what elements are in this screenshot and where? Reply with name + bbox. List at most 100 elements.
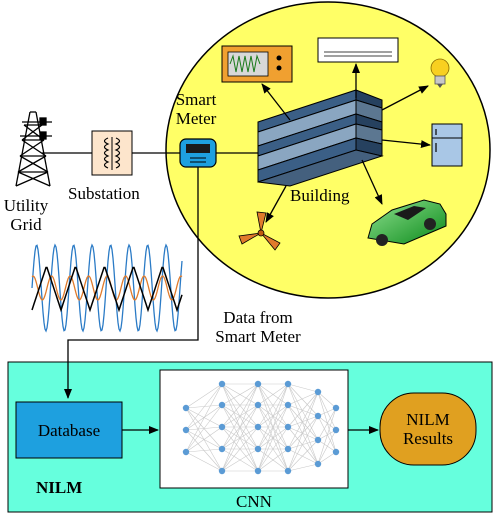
cnn-connection	[287, 463, 319, 472]
cnn-connection	[185, 448, 223, 453]
cnn-connection	[317, 407, 337, 417]
transformer-icon	[91, 130, 133, 176]
cnn-connection	[185, 383, 223, 453]
cnn-node	[218, 423, 226, 431]
oscilloscope-icon	[221, 45, 293, 83]
cnn-connection	[221, 383, 259, 472]
cnn-connection	[287, 404, 319, 441]
cnn-node	[254, 401, 262, 409]
cnn-node	[182, 426, 190, 434]
cnn-connection	[287, 383, 319, 417]
cnn-node	[332, 448, 340, 456]
cnn-node	[182, 404, 190, 412]
cnn-connection	[185, 426, 223, 453]
cnn-label: CNN	[236, 492, 272, 511]
data-flow-arrow	[64, 167, 199, 399]
cnn-connection	[287, 404, 319, 465]
building-icon	[257, 89, 384, 187]
nilm-section-label: NILM	[36, 478, 83, 497]
cnn-node	[218, 380, 226, 388]
cnn-connection	[317, 429, 337, 465]
cnn-node	[332, 426, 340, 434]
cnn-connection	[221, 383, 259, 406]
cnn-node	[254, 467, 262, 475]
cnn-node	[284, 401, 292, 409]
cnn-connection	[317, 439, 337, 453]
cnn-node	[284, 445, 292, 453]
cnn-connection	[221, 448, 259, 472]
substation-label: Substation	[68, 184, 140, 203]
cnn-node	[218, 467, 226, 475]
cnn-connection	[221, 426, 259, 472]
data-from-meter-label: Data from Smart Meter	[200, 308, 316, 346]
cnn-node	[182, 448, 190, 456]
cnn-connection	[287, 426, 319, 441]
cnn-connection	[317, 407, 337, 441]
cnn-node	[218, 445, 226, 453]
nilm-results-box[interactable]	[379, 392, 477, 466]
cnn-node	[254, 380, 262, 388]
air-conditioner-icon	[317, 37, 399, 63]
cnn-connection	[257, 383, 289, 450]
cnn-node	[314, 436, 322, 444]
utility-grid-label: Utility Grid	[0, 196, 52, 234]
cnn-connection	[287, 415, 319, 472]
cnn-connection	[185, 404, 223, 453]
utility-grid-label-line1: Utility	[3, 196, 49, 215]
cnn-connection	[257, 448, 289, 472]
cnn-connection	[287, 383, 319, 393]
cnn-node	[218, 401, 226, 409]
cnn-node	[284, 467, 292, 475]
data-from-meter-label-line1: Data from	[223, 308, 293, 327]
cnn-connection	[287, 391, 319, 406]
cnn-connection	[287, 439, 319, 472]
cnn-connection	[221, 383, 259, 428]
waveform-plot	[31, 243, 183, 333]
cnn-connection	[221, 404, 259, 472]
cnn-connection	[317, 391, 337, 409]
transmission-tower-icon	[15, 111, 52, 187]
smart-meter-label-line1: Smart	[175, 90, 217, 109]
cnn-node	[254, 445, 262, 453]
cnn-connection	[185, 451, 223, 472]
cnn-connection	[257, 383, 289, 472]
cnn-connection	[317, 415, 337, 431]
cnn-connection	[317, 415, 337, 453]
cnn-connection	[317, 407, 337, 465]
cnn-connection	[287, 383, 319, 465]
cnn-connection	[287, 404, 319, 417]
cnn-connection	[287, 415, 319, 428]
cnn-connection	[287, 439, 319, 450]
cnn-connection	[257, 383, 289, 406]
cnn-connection	[185, 383, 223, 409]
cnn-connection	[257, 404, 289, 472]
cnn-connection	[185, 383, 223, 431]
nilm-results-label-line2: Results	[402, 429, 454, 448]
utility-grid-label-line2: Grid	[10, 215, 42, 234]
cnn-node	[332, 404, 340, 412]
appliance-arrows	[261, 63, 431, 223]
cnn-connections	[185, 383, 337, 472]
fan-icon	[238, 211, 281, 251]
cnn-connection	[317, 429, 337, 441]
cnn-connection	[287, 391, 319, 450]
cnn-node	[284, 380, 292, 388]
cnn-connection	[317, 391, 337, 453]
smart-meter-icon	[179, 138, 217, 168]
cnn-node	[314, 460, 322, 468]
cnn-connection	[257, 383, 289, 428]
database-box[interactable]	[15, 401, 123, 459]
data-from-meter-label-line2: Smart Meter	[215, 327, 301, 346]
nilm-results-label: NILM Results	[380, 410, 476, 448]
cnn-node	[284, 423, 292, 431]
cnn-connection	[287, 383, 319, 441]
cnn-connection	[287, 415, 319, 450]
smart-meter-label-line2: Meter	[175, 109, 217, 128]
cnn-connection	[317, 391, 337, 431]
building-label: Building	[290, 186, 350, 205]
cnn-connection	[287, 391, 319, 428]
cnn-connection	[287, 426, 319, 465]
database-label: Database	[37, 421, 101, 440]
cnn-connection	[185, 404, 223, 409]
